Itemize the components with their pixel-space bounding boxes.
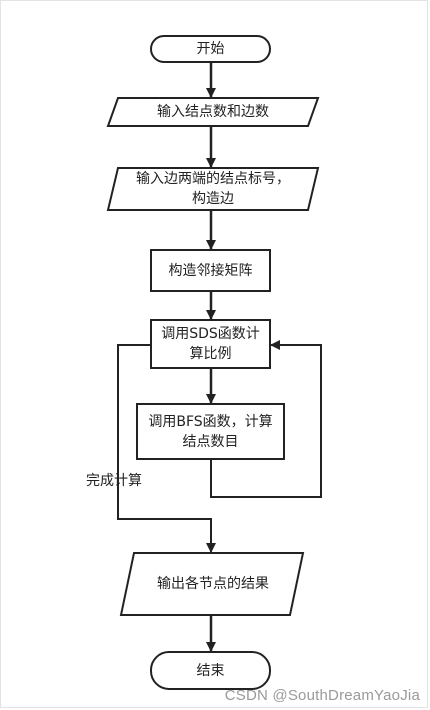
edge-sds-done-to-output [117, 344, 216, 553]
end-terminator-shape [150, 651, 271, 690]
sds-call-node-label: 调用SDS函数计算比例 [161, 326, 260, 362]
build-matrix-node-label: 构造邻接矩阵 [168, 262, 253, 279]
input-edges-node-label: 输入边两端的结点标号，构造边 [136, 171, 290, 207]
input-counts-parallelogram [106, 97, 320, 127]
input-counts-node-label: 输入结点数和边数 [157, 104, 269, 120]
bfs-call-process-shape [136, 403, 285, 460]
input-edges-parallelogram [106, 167, 320, 211]
done-edge-label: 完成计算 [86, 473, 142, 489]
bfs-call-node-label: 调用BFS函数，计算结点数目 [148, 413, 273, 450]
start-node-label: 开始 [196, 41, 225, 57]
output-node-label: 输出各节点的结果 [157, 576, 269, 592]
edge-bfs-loop-back-to-sds [210, 340, 322, 498]
end-node-label: 结束 [196, 662, 225, 679]
output-parallelogram [119, 552, 305, 616]
watermark-text: CSDN @SouthDreamYaoJia [224, 687, 420, 704]
